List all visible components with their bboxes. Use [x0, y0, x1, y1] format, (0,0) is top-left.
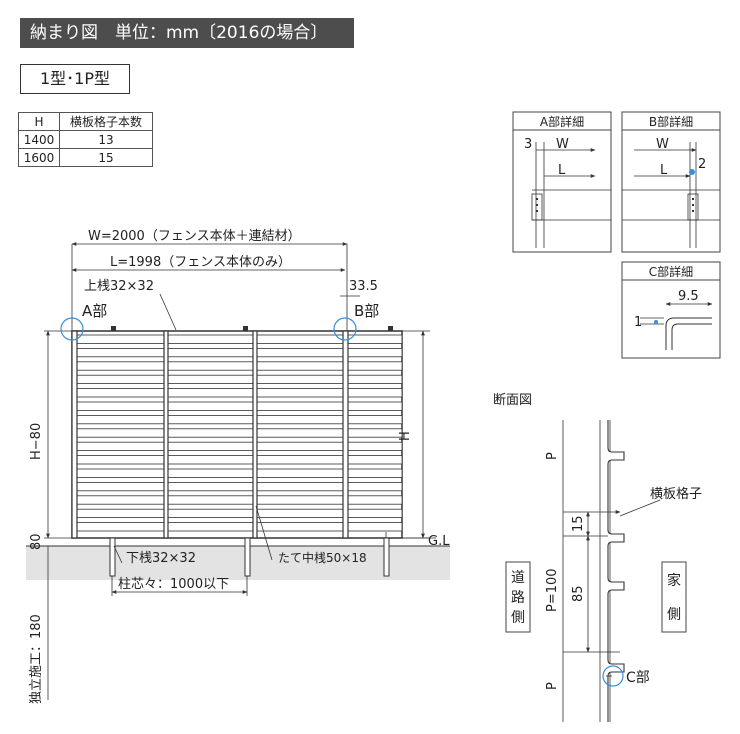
house-side-char: 側 [667, 607, 681, 623]
detail-b-title: B部詳細 [649, 114, 693, 129]
independent-text: 独立施工： [29, 639, 44, 704]
table-cell: 1600 [18, 148, 60, 167]
ground-post [383, 537, 390, 577]
ground-band [26, 546, 450, 580]
table-header-cell: 横板格子本数 [59, 112, 153, 131]
detail-a-marker [60, 317, 84, 341]
horizontal-slat [71, 414, 403, 425]
horizontal-slat [71, 401, 403, 411]
detail-a-title: A部詳細 [540, 114, 584, 129]
part-a-label: A部 [82, 302, 107, 320]
post-cap [243, 326, 248, 331]
offset-dimension-label: 33.5 [349, 279, 378, 294]
horizontal-slat [71, 361, 403, 371]
end-post [342, 330, 349, 539]
section-dim-p100: P=100 [545, 568, 560, 612]
type-label: 1型･1P型 [20, 64, 130, 94]
detail-b-dim-w: W [656, 137, 669, 152]
front-view: W=2000（フェンス本体＋連結材） L=1998（フェンス本体のみ） 上桟32… [26, 229, 450, 704]
road-side-char: 道 [511, 570, 525, 586]
section-dim-85: 85 [571, 585, 586, 602]
page-title: 納まり図 単位：mm〔2016の場合〕 [20, 18, 354, 48]
l-dimension-label: L=1998（フェンス本体のみ） [110, 255, 291, 270]
detail-a: A部詳細 3 W L [512, 111, 612, 253]
horizontal-slats [71, 334, 403, 532]
detail-a-dim-l: L [558, 163, 566, 178]
part-b-label: B部 [354, 302, 379, 320]
road-side-char: 側 [511, 610, 525, 626]
table-row: 1600 15 [18, 148, 153, 167]
table-header-row: H 横板格子本数 [18, 112, 153, 131]
horizontal-slat [71, 428, 403, 438]
ground-post [244, 537, 251, 577]
horizontal-slat [71, 374, 403, 385]
detail-c-dim-1: 1 [634, 315, 642, 330]
horizontal-slat [71, 508, 403, 519]
slat-count-table: H 横板格子本数 1400 13 1600 15 [18, 112, 153, 167]
dim-80-label: 80 [29, 533, 44, 550]
section-title: 断面図 [493, 393, 532, 408]
house-side-box [661, 561, 687, 633]
mid-rail [252, 330, 258, 539]
section-slat-label: 横板格子 [650, 486, 702, 502]
dim-180-text: 180 [29, 614, 44, 639]
gl-label: G.L [428, 534, 450, 549]
height-minus-label: H−80 [29, 423, 44, 460]
vertical-rails [71, 330, 349, 539]
detail-c: C部詳細 9.5 1 [621, 261, 721, 359]
mid-rail [163, 330, 169, 539]
road-side-box [505, 561, 531, 633]
horizontal-slat [71, 455, 403, 465]
post-caps [111, 326, 393, 331]
detail-b-marker [333, 317, 357, 341]
detail-b-dim-2: 2 [698, 157, 706, 172]
horizontal-slat [71, 468, 403, 478]
section-dim-p-top: P [545, 452, 560, 460]
horizontal-slat [71, 347, 403, 358]
table-cell: 15 [59, 148, 153, 167]
w-dimension-label: W=2000（フェンス本体＋連結材） [88, 229, 301, 244]
detail-c-dim-95: 9.5 [678, 289, 699, 304]
post-cap [388, 326, 393, 331]
independent-label: 独立施工：180 [29, 614, 44, 704]
section-dim-p-bottom: P [545, 682, 560, 690]
detail-a-dim-w: W [556, 137, 569, 152]
post-pitch-label: 柱芯々：1000以下 [118, 577, 229, 592]
detail-b-dim-l: L [660, 163, 668, 178]
bottom-rail-label: 下桟32×32 [126, 551, 196, 566]
end-post [71, 330, 78, 539]
detail-b: B部詳細 W L 2 [621, 111, 721, 253]
horizontal-slat [71, 388, 403, 398]
post-cap [111, 326, 116, 331]
house-side-char: 家 [667, 572, 681, 589]
mid-post-label: たて中桟50×18 [278, 550, 367, 565]
road-side-char: 路 [511, 590, 525, 606]
section-dim-15: 15 [571, 515, 586, 532]
detail-a-dim-3: 3 [524, 137, 532, 152]
horizontal-slat [71, 481, 403, 492]
horizontal-slat [71, 441, 403, 452]
horizontal-slat [71, 522, 403, 532]
detail-c-title: C部詳細 [649, 264, 693, 279]
ground-posts [109, 537, 390, 577]
height-label: H [398, 431, 413, 441]
top-rail-label: 上桟32×32 [84, 279, 154, 294]
section-view: 断面図 横板格子 P 15 P=100 85 P C部 道 路 側 家 側 [493, 393, 702, 722]
slat-profiles [607, 420, 625, 722]
detail-c-marker [602, 665, 624, 687]
horizontal-slat [71, 495, 403, 505]
ground-post [109, 537, 116, 577]
section-part-c-label: C部 [626, 670, 650, 686]
